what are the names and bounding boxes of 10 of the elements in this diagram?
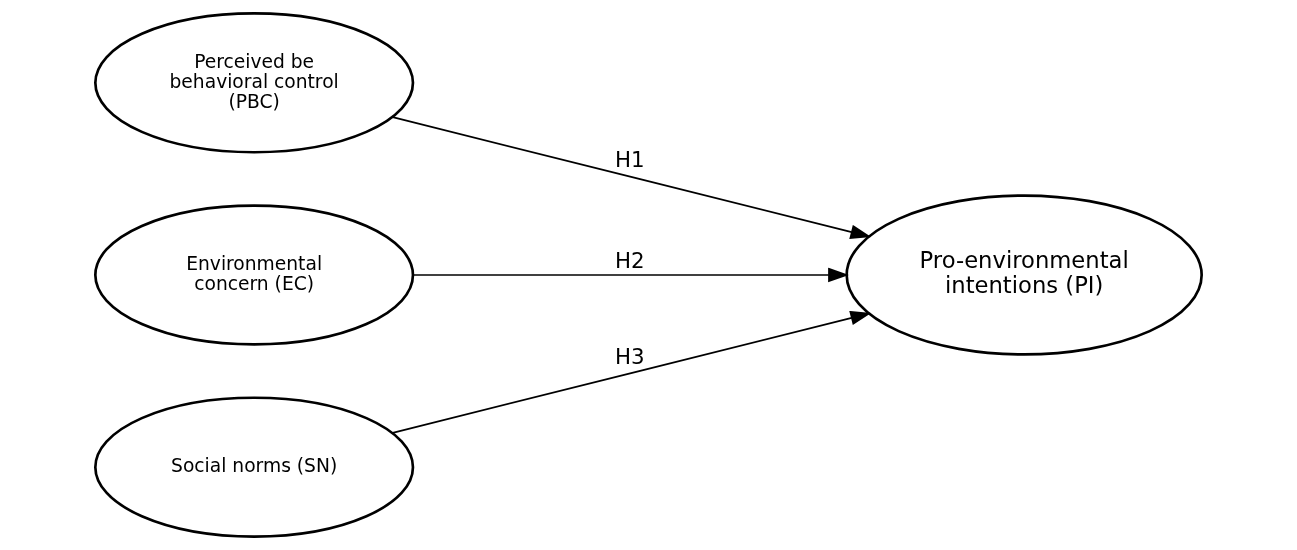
edge-label: H3 [615,344,645,370]
arrow [412,267,849,283]
node-ellipse: Pro-environmental intentions (PI) [845,194,1203,356]
node-ellipse: Social norms (SN) [94,396,415,538]
edge-label: H2 [615,248,645,274]
node-ellipse: Environmental concern (EC) [94,204,415,346]
node-ellipse: Perceived be behavioral control (PBC) [94,12,415,154]
arrow [391,310,872,434]
arrow [391,116,872,240]
edge-label: H1 [615,146,645,172]
